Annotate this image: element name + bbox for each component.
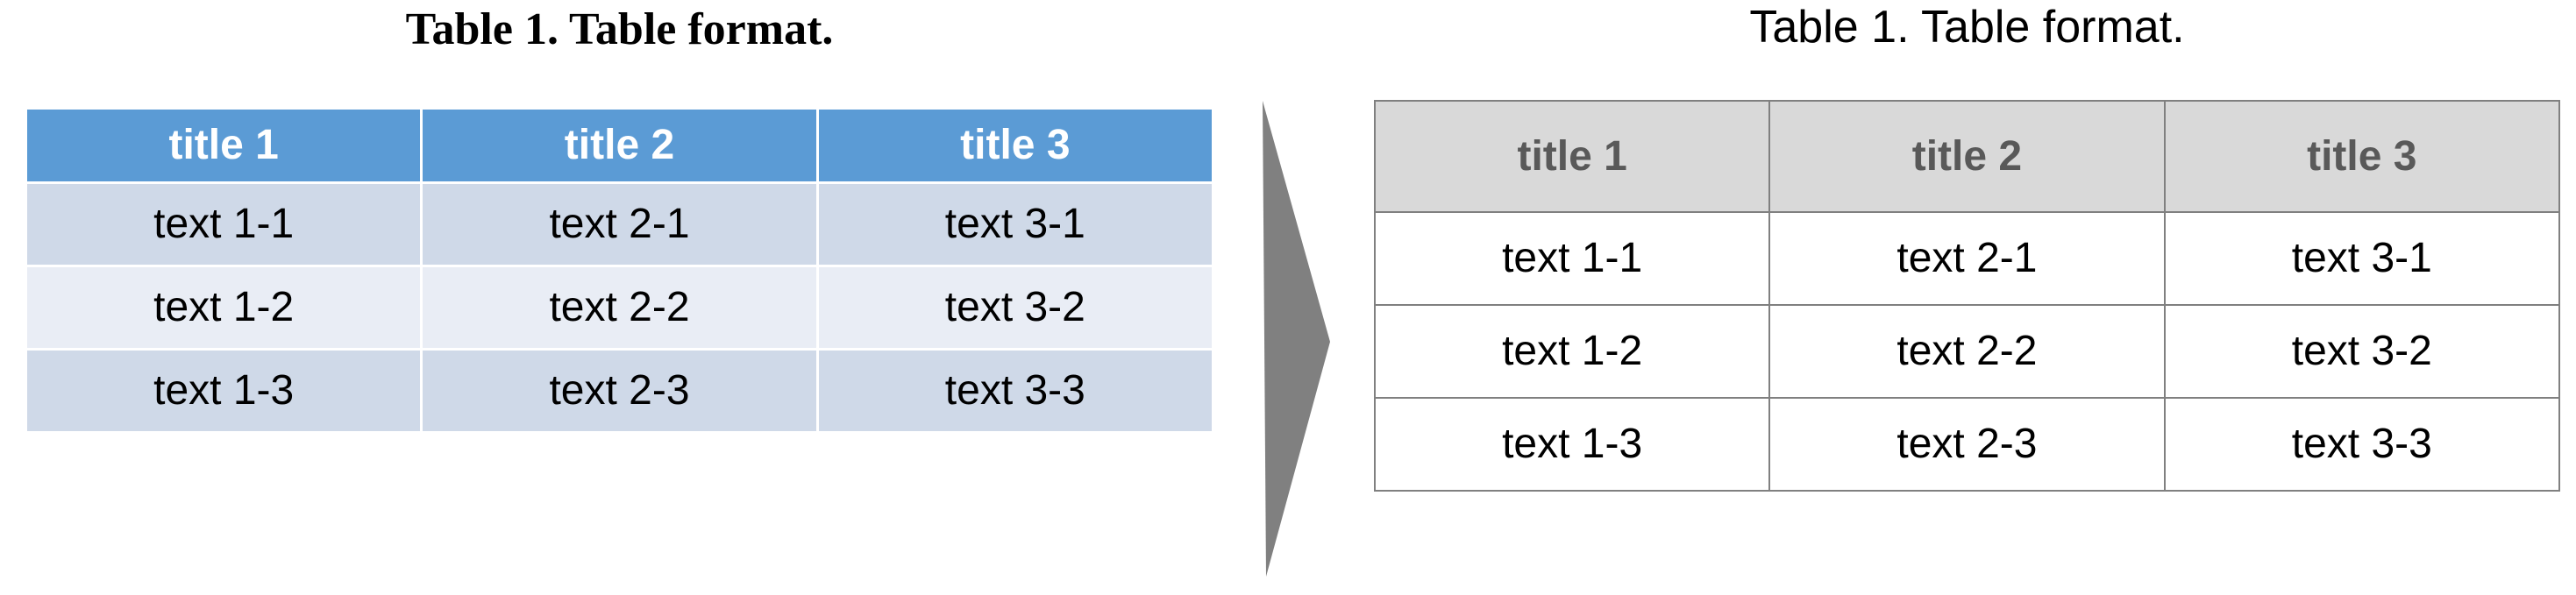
table-header-row: title 1 title 2 title 3 (1373, 100, 2561, 213)
right-cell-r3c3: text 3-3 (2163, 397, 2561, 492)
left-header-cell-3: title 3 (818, 110, 1212, 181)
right-table-panel: Table 1. Table format. title 1 title 2 t… (1350, 0, 2576, 595)
left-cell-r1c1: text 1-1 (27, 184, 421, 265)
table-row: text 1-2 text 2-2 text 3-2 (27, 267, 1212, 348)
right-header-cell-1: title 1 (1373, 100, 1771, 213)
transformation-arrow (1245, 88, 1350, 591)
right-arrow-icon (1263, 101, 1330, 577)
left-table-panel: Table 1. Table format. title 1 title 2 t… (0, 0, 1245, 595)
left-cell-r2c1: text 1-2 (27, 267, 421, 348)
left-cell-r3c2: text 2-3 (423, 351, 816, 431)
table-row: text 1-3 text 2-3 text 3-3 (27, 351, 1212, 431)
right-cell-r2c1: text 1-2 (1373, 304, 1771, 399)
right-cell-r3c1: text 1-3 (1373, 397, 1771, 492)
left-cell-r2c3: text 3-2 (818, 267, 1212, 348)
left-table-caption: Table 1. Table format. (405, 4, 834, 54)
right-cell-r2c2: text 2-2 (1768, 304, 2166, 399)
right-cell-r2c3: text 3-2 (2163, 304, 2561, 399)
table-row: text 1-2 text 2-2 text 3-2 (1373, 304, 2561, 399)
left-cell-r2c2: text 2-2 (423, 267, 816, 348)
right-header-cell-3: title 3 (2163, 100, 2561, 213)
right-cell-r3c2: text 2-3 (1768, 397, 2166, 492)
table-header-row: title 1 title 2 title 3 (27, 110, 1212, 181)
table-row: text 1-1 text 2-1 text 3-1 (27, 184, 1212, 265)
right-cell-r1c3: text 3-1 (2163, 211, 2561, 306)
left-styled-table: title 1 title 2 title 3 text 1-1 text 2-… (25, 107, 1214, 434)
table-row: text 1-1 text 2-1 text 3-1 (1373, 211, 2561, 306)
left-header-cell-1: title 1 (27, 110, 421, 181)
left-cell-r3c1: text 1-3 (27, 351, 421, 431)
right-table-caption: Table 1. Table format. (1749, 2, 2185, 53)
left-header-cell-2: title 2 (423, 110, 816, 181)
left-cell-r3c3: text 3-3 (818, 351, 1212, 431)
right-cell-r1c2: text 2-1 (1768, 211, 2166, 306)
left-cell-r1c3: text 3-1 (818, 184, 1212, 265)
right-cell-r1c1: text 1-1 (1373, 211, 1771, 306)
table-row: text 1-3 text 2-3 text 3-3 (1373, 397, 2561, 492)
right-header-cell-2: title 2 (1768, 100, 2166, 213)
left-cell-r1c2: text 2-1 (423, 184, 816, 265)
right-plain-table: title 1 title 2 title 3 text 1-1 text 2-… (1373, 100, 2561, 492)
